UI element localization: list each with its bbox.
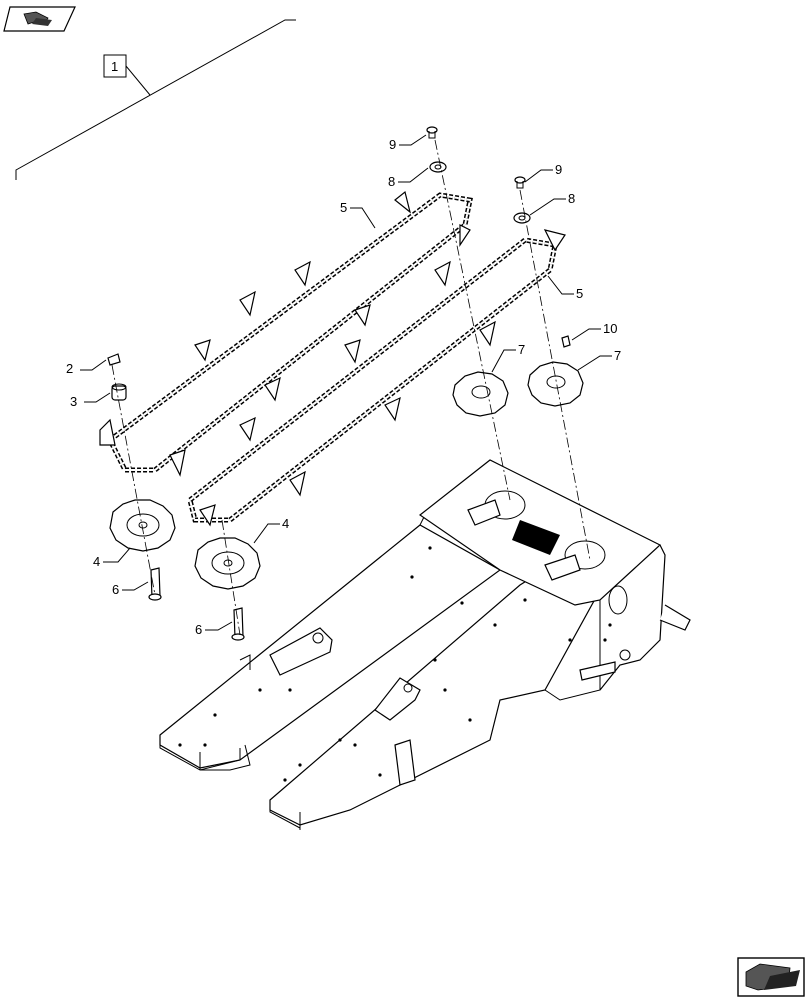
svg-text:3: 3 <box>70 394 77 409</box>
left-washer <box>429 161 447 173</box>
callout-1: 1 <box>15 19 296 180</box>
callout-9-right: 9 <box>524 162 562 183</box>
callout-6-right: 6 <box>195 621 233 637</box>
right-washer <box>513 212 531 224</box>
svg-text:8: 8 <box>568 191 575 206</box>
svg-text:4: 4 <box>93 554 100 569</box>
svg-text:7: 7 <box>518 342 525 357</box>
right-drive-sprocket <box>194 537 261 590</box>
left-screw <box>426 126 438 139</box>
previous-page-arrow-icon[interactable] <box>3 6 76 32</box>
svg-text:4: 4 <box>282 516 289 531</box>
frame-head-plate <box>418 459 691 701</box>
callout-5-left: 5 <box>340 200 376 229</box>
callout-8-right: 8 <box>529 191 575 216</box>
right-drive-chain <box>187 229 566 527</box>
svg-text:6: 6 <box>195 622 202 637</box>
left-drive-sprocket <box>109 499 176 552</box>
svg-text:9: 9 <box>389 137 396 152</box>
circlip <box>107 353 121 366</box>
svg-text:9: 9 <box>555 162 562 177</box>
svg-text:5: 5 <box>576 286 583 301</box>
callout-6-left: 6 <box>112 581 149 597</box>
svg-text:8: 8 <box>388 174 395 189</box>
right-screw <box>514 176 526 189</box>
left-frame-beam <box>159 514 506 771</box>
left-pin <box>148 567 162 601</box>
svg-text:1: 1 <box>111 59 118 74</box>
key <box>561 335 571 348</box>
bushing <box>111 383 127 401</box>
left-drive-chain <box>99 190 473 477</box>
svg-text:6: 6 <box>112 582 119 597</box>
svg-text:7: 7 <box>614 348 621 363</box>
left-idler-sprocket <box>452 371 509 417</box>
frame-mounting-holes <box>178 546 612 782</box>
right-idler-sprocket <box>527 361 584 407</box>
callout-2: 2 <box>66 359 107 376</box>
callout-8-left: 8 <box>388 167 429 189</box>
assembly-center-lines <box>111 139 591 636</box>
callout-7-right: 7 <box>577 348 621 371</box>
callout-5-right: 5 <box>547 275 583 301</box>
callout-7-left: 7 <box>491 342 525 373</box>
next-page-arrow-icon[interactable] <box>737 957 805 997</box>
callout-3: 3 <box>70 392 111 409</box>
svg-text:5: 5 <box>340 200 347 215</box>
svg-text:10: 10 <box>603 321 617 336</box>
svg-text:2: 2 <box>66 361 73 376</box>
callout-9-left: 9 <box>389 134 427 152</box>
callout-10: 10 <box>571 321 617 341</box>
callout-4-right: 4 <box>253 516 289 544</box>
callout-4-left: 4 <box>93 547 131 569</box>
right-pin <box>231 607 245 641</box>
